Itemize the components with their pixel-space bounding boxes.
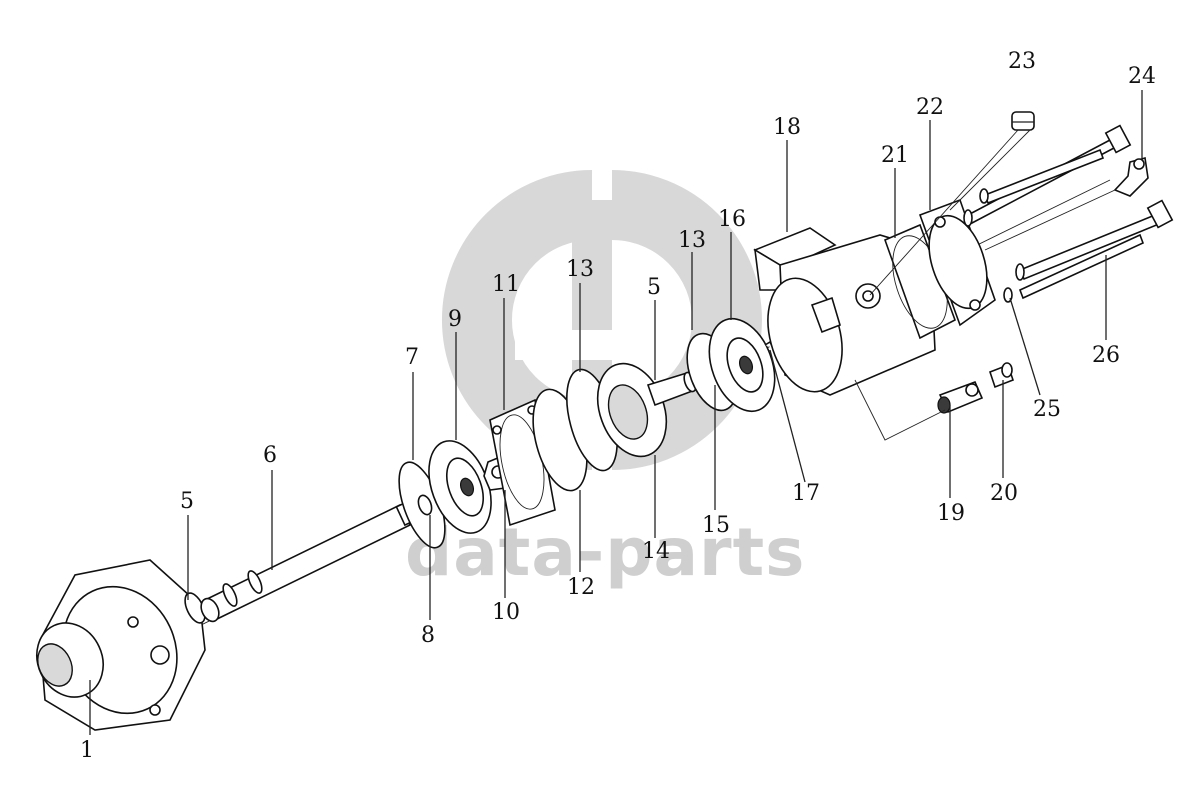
label-24: 24 [1128,64,1156,89]
label-17: 17 [792,481,820,506]
leader-23b [949,129,1031,211]
leader-23 [869,129,1019,296]
label-13-b: 13 [678,228,706,253]
part-8-ring [417,494,433,516]
part-1-flange-housing [36,559,206,731]
part-18-housing-block [753,227,936,396]
label-21: 21 [881,143,909,168]
label-20: 20 [990,481,1018,506]
label-10: 10 [492,600,520,625]
label-12: 12 [567,575,595,600]
leader-19-hidden [854,379,946,441]
part-19-fitting [937,380,984,414]
label-1: 1 [80,738,94,763]
label-26: 26 [1092,343,1120,368]
label-5-b: 5 [647,275,661,300]
label-25: 25 [1033,397,1061,422]
label-22: 22 [916,95,944,120]
label-18: 18 [773,115,801,140]
part-14-rotor [596,362,696,458]
label-16: 16 [718,207,746,232]
part-16-pulley-disc [708,317,776,413]
label-6: 6 [263,443,277,468]
label-9: 9 [448,307,462,332]
part-23-cap [1011,111,1035,131]
bolts-upper [963,124,1132,227]
part-9-pulley-disc [428,440,492,534]
part-26-bolts-lower [1015,199,1174,300]
label-11: 11 [492,272,520,297]
part-22-end-cover [918,198,996,327]
leader-24 [984,189,1116,251]
part-20-plug [989,362,1014,389]
label-19: 19 [937,501,965,526]
part-6-shaft [200,499,420,623]
part-24-elbow-fitting [1113,156,1149,197]
label-23: 23 [1008,49,1036,74]
label-5-a: 5 [180,489,194,514]
label-8: 8 [421,623,435,648]
label-7: 7 [405,345,419,370]
label-leader-lines [89,90,1143,735]
label-14: 14 [642,539,670,564]
label-13-a: 13 [566,257,594,282]
label-15: 15 [702,513,730,538]
